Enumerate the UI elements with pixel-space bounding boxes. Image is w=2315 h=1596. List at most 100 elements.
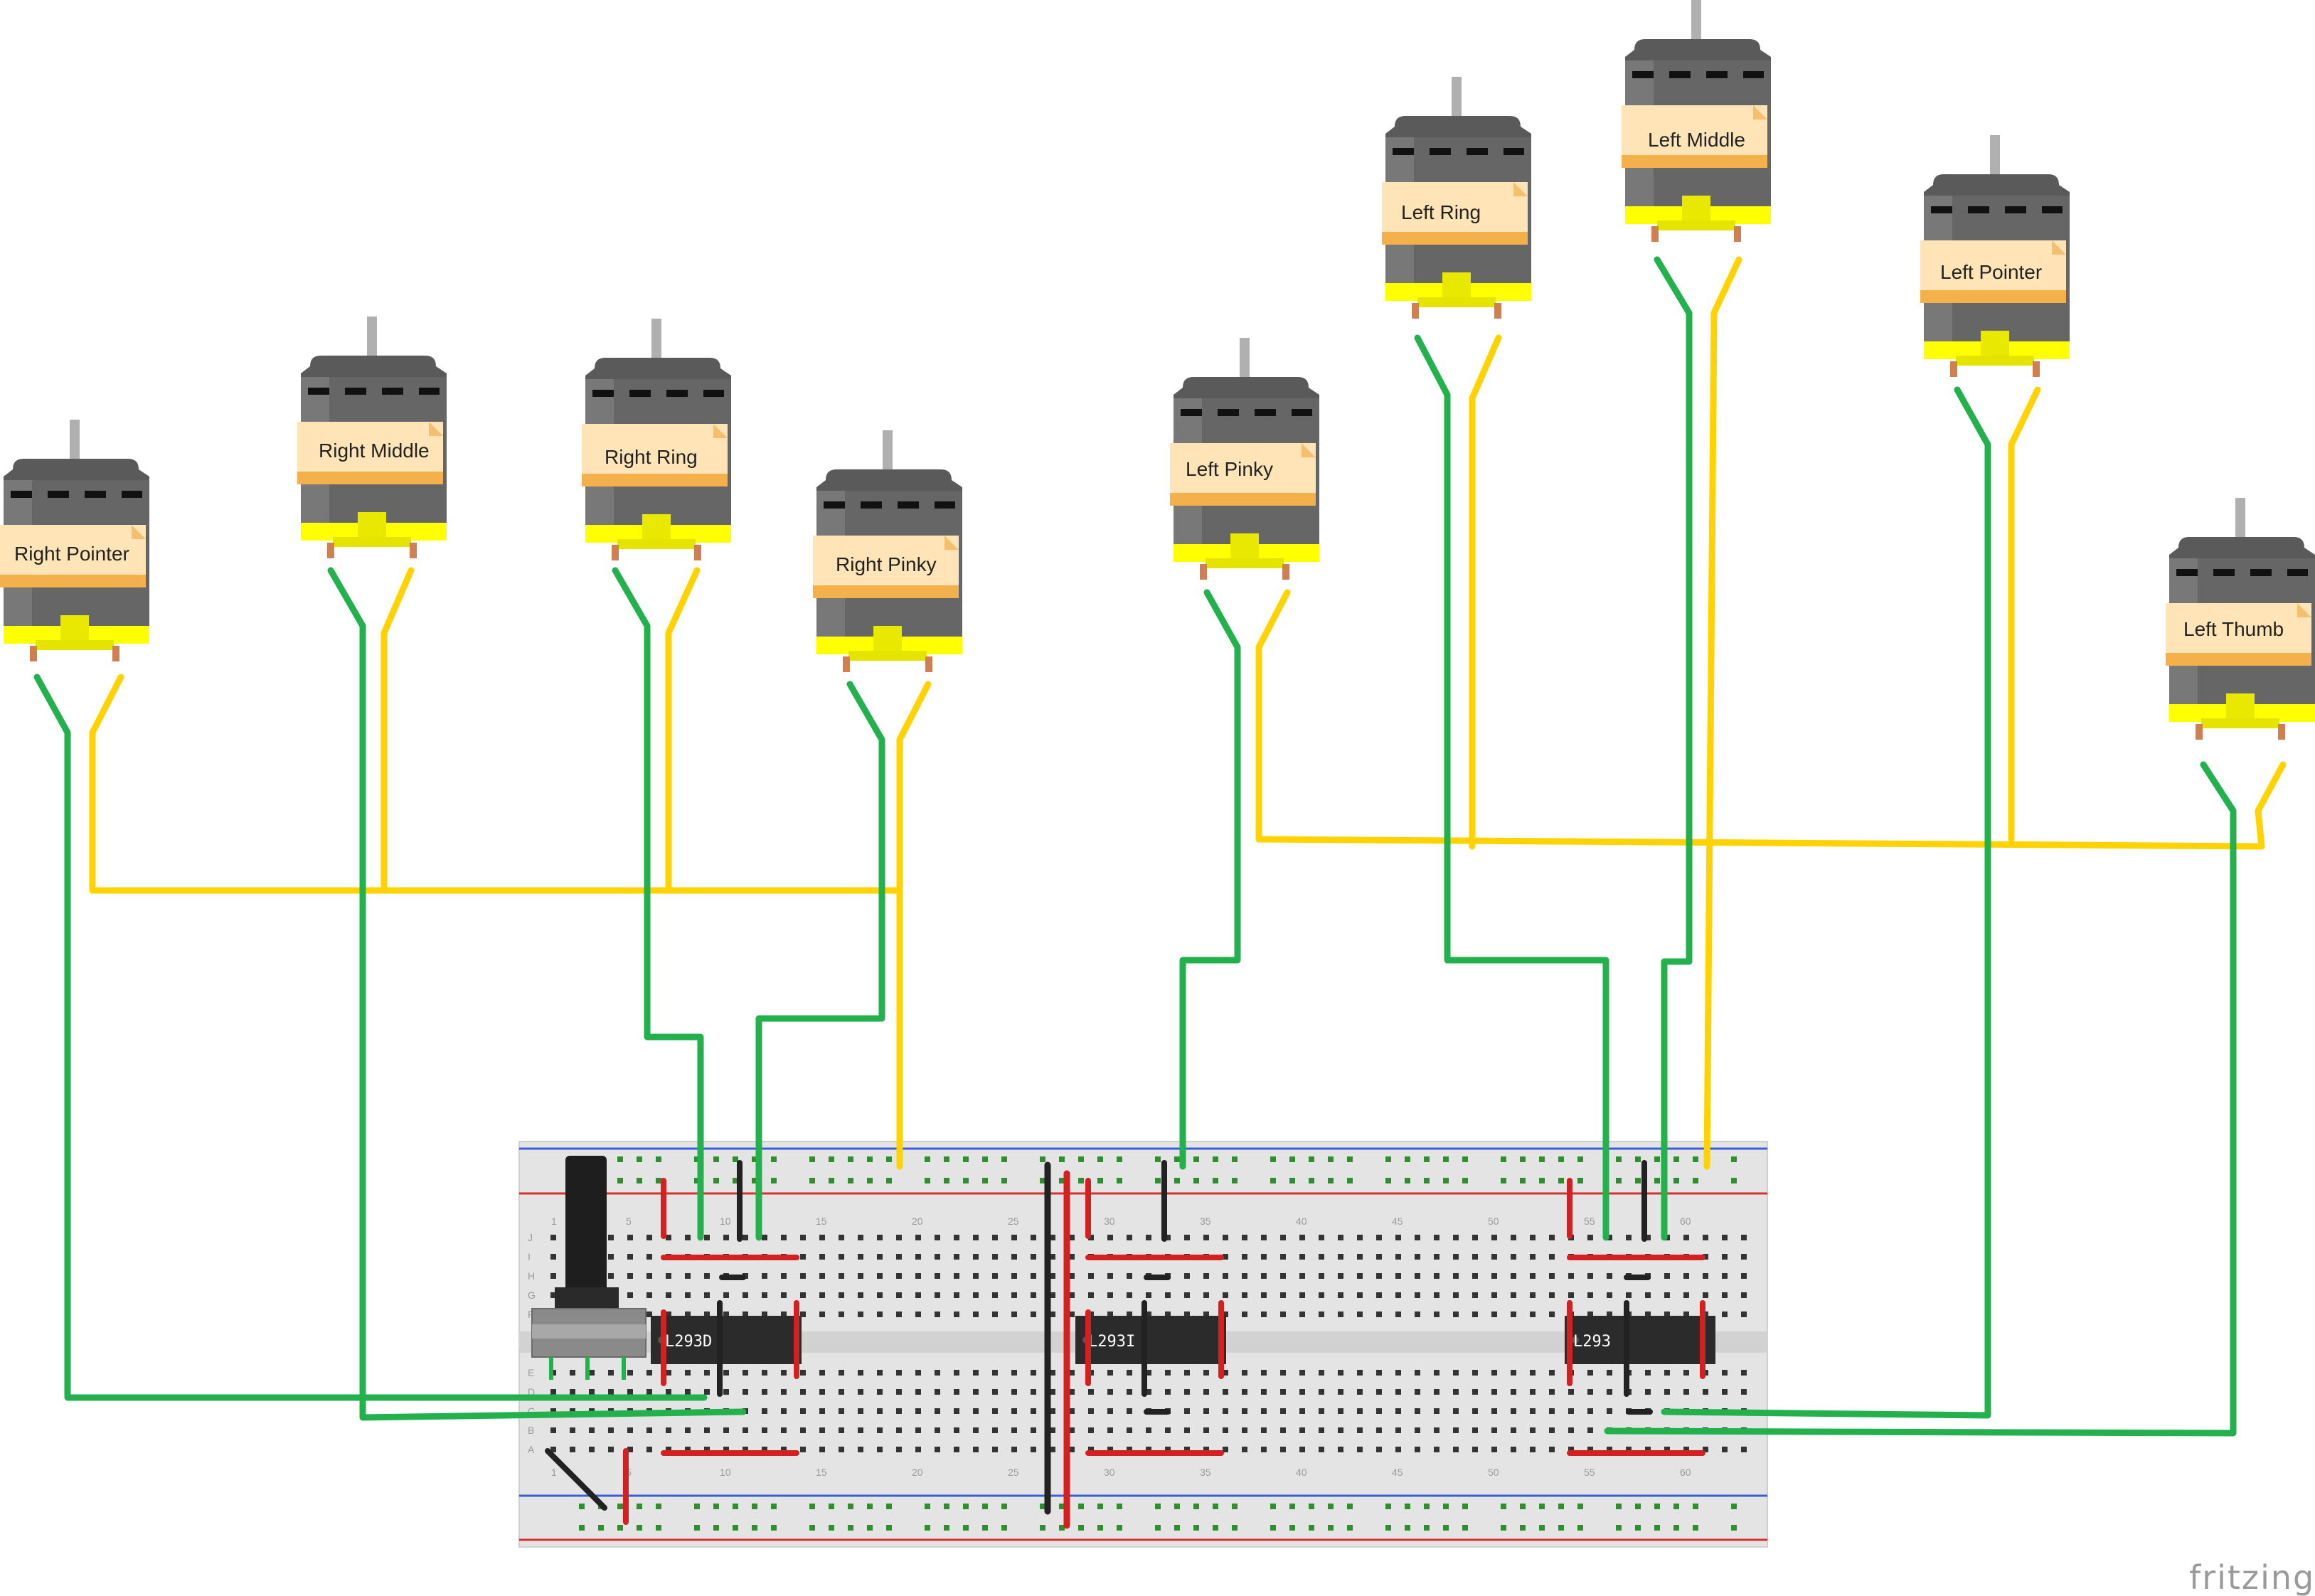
breadboard-hole — [1453, 1408, 1459, 1414]
wire-yellow-right-pointer[interactable] — [89, 674, 124, 894]
breadboard-hole — [1376, 1254, 1382, 1260]
breadboard-hole — [1741, 1312, 1747, 1317]
breadboard-hole — [896, 1408, 902, 1414]
breadboard-hole — [1693, 1178, 1698, 1183]
breadboard-hole — [800, 1370, 806, 1376]
motor-right-pinky[interactable]: Right Pinky — [813, 430, 962, 672]
wire-green-left-ring[interactable] — [1414, 334, 1609, 1241]
breadboard-hole — [1520, 1178, 1526, 1183]
wire-yellow-right-ring[interactable] — [665, 567, 701, 894]
breadboard-hole — [1069, 1408, 1075, 1414]
motor-right-middle[interactable]: Right Middle — [297, 316, 447, 558]
breadboard-hole — [1453, 1254, 1459, 1260]
breadboard-hole — [1664, 1389, 1670, 1395]
breadboard-hole — [646, 1370, 652, 1376]
breadboard-hole — [1654, 1156, 1660, 1162]
breadboard-hole — [1242, 1408, 1247, 1414]
breadboard-hole — [1434, 1389, 1439, 1395]
breadboard-hole — [1069, 1312, 1075, 1317]
breadboard-hole — [1722, 1370, 1728, 1376]
wire-yellow-right-pinky[interactable] — [896, 681, 932, 1170]
wire-yellow-left-pinky[interactable] — [1255, 589, 1291, 843]
breadboard-hole — [973, 1389, 979, 1395]
breadboard-hole — [992, 1370, 998, 1376]
wire-green-right-middle[interactable] — [327, 567, 747, 1421]
breadboard-hole — [646, 1292, 652, 1298]
breadboard-hole — [637, 1504, 642, 1509]
wire-green-right-pinky[interactable] — [755, 681, 885, 1241]
breadboard-hole — [1347, 1178, 1353, 1183]
breadboard-hole — [935, 1447, 940, 1452]
wire-yellow-left-common[interactable] — [1255, 836, 2265, 850]
breadboard-hole — [1549, 1447, 1555, 1452]
breadboard-hole — [1549, 1408, 1555, 1414]
breadboard-hole — [963, 1504, 969, 1509]
motor-left-pointer[interactable]: Left Pointer — [1920, 135, 2070, 377]
motor-left-ring[interactable]: Left Ring — [1382, 77, 1531, 319]
breadboard-hole — [570, 1447, 575, 1452]
breadboard-hole — [781, 1235, 787, 1240]
chip-l293i[interactable]: L293I — [1075, 1316, 1226, 1364]
breadboard-hole — [1415, 1408, 1420, 1414]
breadboard-hole — [637, 1178, 642, 1183]
breadboard-hole — [848, 1178, 853, 1183]
wire-green-left-pinky[interactable] — [1179, 589, 1241, 1170]
breadboard-hole — [1203, 1292, 1209, 1298]
motor-left-thumb[interactable]: Left Thumb — [2166, 498, 2315, 740]
potentiometer-knob[interactable] — [565, 1156, 607, 1291]
motor-left-pinky[interactable]: Left Pinky — [1170, 338, 1319, 580]
chip-l293d[interactable]: L293D — [651, 1316, 802, 1364]
breadboard-hole — [743, 1389, 748, 1395]
breadboard-hole — [1319, 1254, 1324, 1260]
wire-green-right-pointer[interactable] — [33, 674, 708, 1401]
potentiometer[interactable] — [531, 1156, 646, 1380]
breadboard-hole — [1558, 1156, 1564, 1162]
breadboard-hole — [800, 1292, 806, 1298]
breadboard-hole — [925, 1178, 930, 1183]
jumper-black[interactable] — [545, 1448, 607, 1511]
motor-right-ring[interactable]: Right Ring — [582, 319, 731, 560]
wire-green-left-thumb[interactable] — [1604, 761, 2237, 1437]
breadboard-hole — [1616, 1525, 1622, 1531]
breadboard-hole — [1741, 1292, 1747, 1298]
breadboard-hole — [1223, 1312, 1228, 1317]
wire-yellow-left-middle[interactable] — [1703, 256, 1742, 1170]
wire-yellow-right-middle[interactable] — [380, 567, 415, 894]
breadboard-hole — [896, 1427, 902, 1433]
breadboard-hole — [1242, 1370, 1247, 1376]
breadboard-hole — [944, 1156, 949, 1162]
wire-green-left-pointer[interactable] — [1661, 386, 1991, 1419]
breadboard-hole — [1223, 1447, 1228, 1452]
wire-yellow-left-thumb[interactable] — [2255, 761, 2287, 850]
wires — [33, 256, 2287, 1437]
motor-left-middle[interactable]: Left Middle — [1622, 0, 1771, 242]
column-number: 50 — [1488, 1215, 1499, 1227]
wire-yellow-left-pointer[interactable] — [2008, 386, 2041, 843]
breadboard-hole — [1568, 1292, 1574, 1298]
breadboard-hole — [1193, 1525, 1199, 1531]
breadboard-hole — [1069, 1389, 1075, 1395]
breadboard-hole — [1645, 1235, 1651, 1240]
breadboard-hole — [1539, 1156, 1545, 1162]
breadboard-hole — [858, 1370, 863, 1376]
breadboard-hole — [781, 1312, 787, 1317]
breadboard-hole — [1299, 1408, 1305, 1414]
breadboard-hole — [646, 1389, 652, 1395]
breadboard-hole — [1395, 1273, 1401, 1279]
breadboard-hole — [1338, 1389, 1343, 1395]
breadboard-hole — [1203, 1235, 1209, 1240]
breadboard-hole — [954, 1235, 959, 1240]
motor-right-pointer[interactable]: Right Pointer — [0, 420, 149, 661]
breadboard-hole — [954, 1292, 959, 1298]
wire-yellow-left-ring[interactable] — [1469, 334, 1502, 850]
breadboard-hole — [1155, 1525, 1161, 1531]
wire-green-left-middle[interactable] — [1654, 256, 1693, 1241]
breadboard-hole — [1664, 1312, 1670, 1317]
chip-l293[interactable]: L293 — [1565, 1316, 1715, 1364]
breadboard-hole — [666, 1447, 671, 1452]
breadboard-hole — [858, 1254, 863, 1260]
wire-green-right-ring[interactable] — [612, 567, 704, 1241]
breadboard-hole — [1568, 1273, 1574, 1279]
breadboard-hole — [839, 1292, 844, 1298]
column-number: 50 — [1488, 1467, 1499, 1478]
